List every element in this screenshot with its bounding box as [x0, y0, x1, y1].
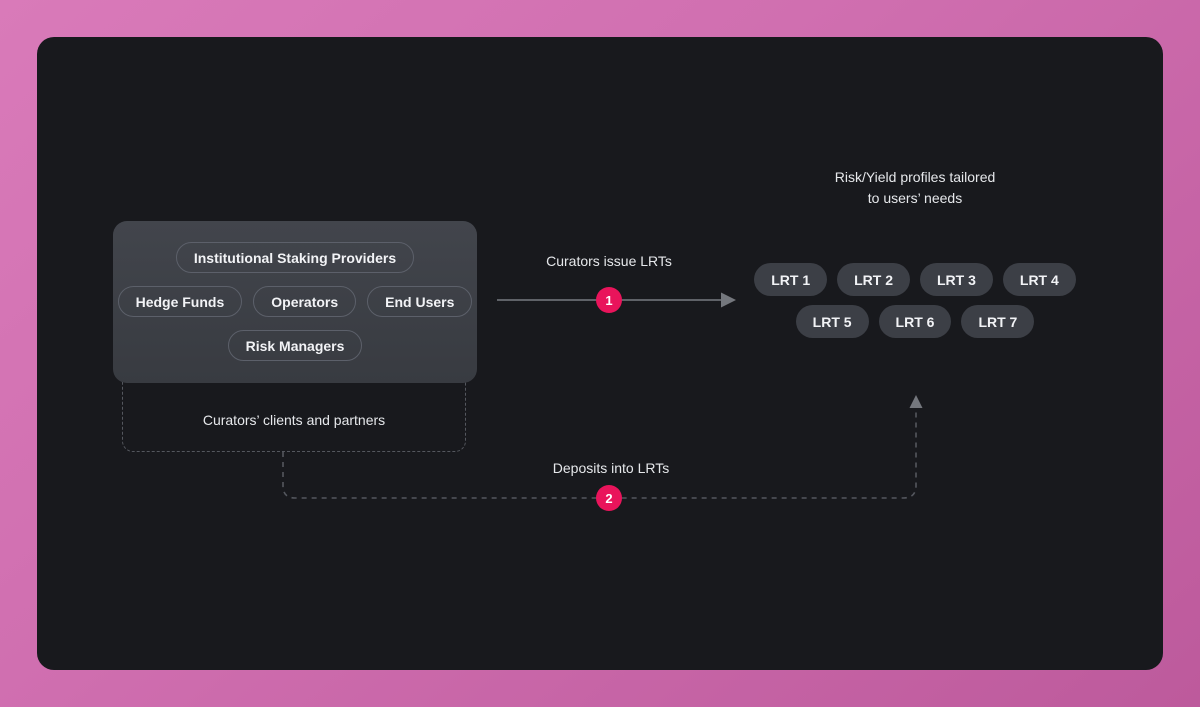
deposits-dashed-path: [282, 407, 917, 499]
pill-lrt-2: LRT 2: [837, 263, 910, 296]
lrt-pill-row-1: LRT 1 LRT 2 LRT 3 LRT 4: [754, 263, 1076, 296]
lrt-group-title: Risk/Yield profiles tailored to users’ n…: [835, 167, 996, 209]
pill-lrt-5: LRT 5: [795, 305, 869, 338]
curators-issue-label: Curators issue LRTs: [546, 253, 672, 269]
pill-institutional-staking-providers: Institutional Staking Providers: [175, 242, 415, 273]
arrow-right-icon: [721, 292, 736, 308]
lrt-title-line-1: Risk/Yield profiles tailored: [834, 169, 996, 185]
pill-lrt-7: LRT 7: [961, 305, 1035, 338]
pill-end-users: End Users: [367, 286, 473, 317]
step-2-badge: 2: [596, 485, 622, 511]
pill-lrt-1: LRT 1: [754, 263, 828, 296]
clients-pill-row-2: Hedge Funds Operators End Users: [117, 286, 473, 317]
step-1-badge: 1: [596, 287, 622, 313]
pill-lrt-6: LRT 6: [878, 305, 952, 338]
lrt-title-line-2: to users’ needs: [867, 190, 963, 206]
lrt-pills: LRT 1 LRT 2 LRT 3 LRT 4 LRT 5 LRT 6 LRT …: [743, 263, 1087, 338]
deposits-label: Deposits into LRTs: [552, 460, 670, 476]
lrt-pill-row-2: LRT 5 LRT 6 LRT 7: [795, 305, 1035, 338]
pill-lrt-3: LRT 3: [920, 263, 993, 296]
arrow-up-icon: [909, 395, 923, 408]
pill-risk-managers: Risk Managers: [227, 330, 363, 361]
clients-card: Institutional Staking Providers Hedge Fu…: [113, 221, 477, 383]
pill-lrt-4: LRT 4: [1002, 263, 1076, 296]
pill-operators: Operators: [253, 286, 357, 317]
clients-pill-row-3: Risk Managers: [227, 330, 363, 361]
clients-pill-row-1: Institutional Staking Providers: [175, 242, 415, 273]
pill-hedge-funds: Hedge Funds: [117, 286, 243, 317]
clients-group-caption: Curators’ clients and partners: [202, 412, 386, 428]
